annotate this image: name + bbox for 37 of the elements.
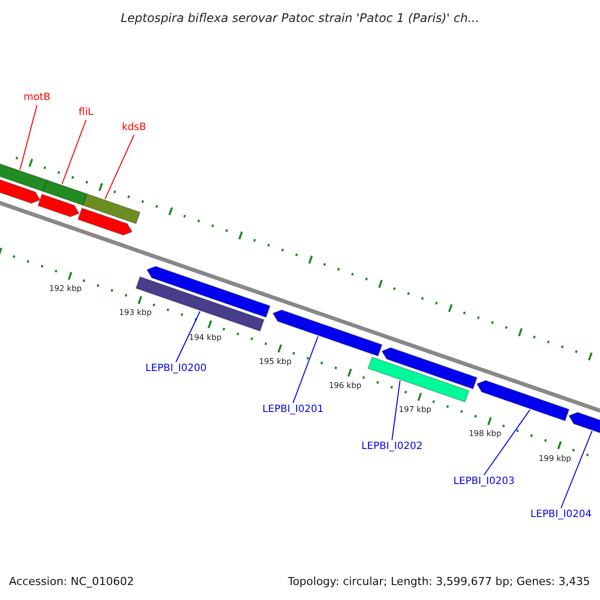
leader-line [292, 336, 318, 404]
leader-line [20, 104, 38, 170]
gene-label: fliL [78, 107, 94, 119]
title: Leptospira biflexa serovar Patoc strain 'Patoc 1 (Paris)' ch... [120, 12, 480, 24]
pointed-gene-block [77, 207, 133, 236]
scale-label: 197 kbp [398, 404, 432, 416]
footer-text: Topology: circular; Length: 3,599,677 bp; Genes: 3,435 [288, 576, 590, 588]
scale-label: 192 kbp [49, 283, 82, 296]
pointed-gene-block [476, 380, 570, 422]
gene-label: LEPBI_I0203 [453, 476, 515, 488]
scale-label: 198 kbp [468, 428, 502, 440]
gene-block [135, 276, 265, 332]
leader-line [560, 430, 592, 508]
scale-label: 199 kbp [538, 452, 572, 465]
pointed-gene-block [37, 194, 80, 218]
pointed-gene-block [0, 176, 41, 204]
scale-label: 196 kbp [328, 380, 362, 392]
footer-text: Accession: NC_010602 [9, 576, 134, 588]
gene-label: LEPBI_I0201 [262, 404, 324, 416]
pointed-gene-block [381, 347, 478, 390]
gene-label: kdsB [122, 122, 146, 134]
gene-block [42, 179, 88, 206]
scale-label: 194 kbp [188, 332, 222, 344]
leader-line [484, 409, 530, 476]
scale-label: 195 kbp [258, 356, 292, 368]
gene-label: LEPBI_I0204 [530, 509, 592, 521]
gene-label: LEPBI_I0200 [145, 363, 207, 375]
gene-label: LEPBI_I0202 [361, 441, 423, 453]
pointed-gene-block [272, 309, 383, 357]
leader-line [104, 134, 134, 200]
scale-label: 193 kbp [119, 307, 152, 320]
gene-block [82, 193, 141, 224]
leader-line [176, 310, 200, 362]
gene-label: motB [24, 92, 50, 104]
leader-line [392, 380, 400, 440]
gene-block [367, 356, 470, 403]
leader-line [62, 120, 86, 185]
